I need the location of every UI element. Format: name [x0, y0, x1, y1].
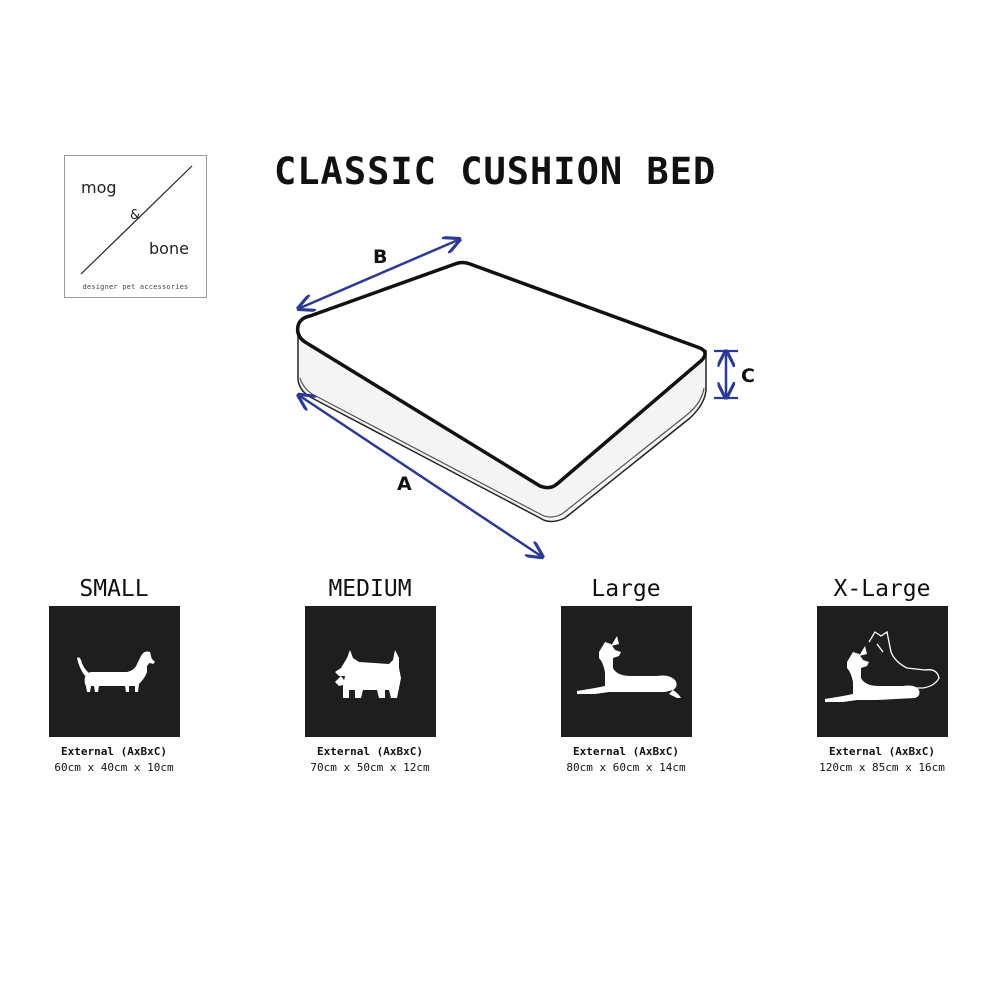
size-name: MEDIUM	[328, 576, 412, 602]
logo-diagonal-line	[80, 165, 193, 275]
bed-diagram: B A C	[0, 0, 755, 600]
size-dimensions: 60cm x 40cm x 10cm	[54, 761, 174, 774]
scottie-dog-icon	[334, 650, 401, 698]
brand-logo: mog & bone designer pet accessories	[64, 155, 207, 298]
dimension-label-b: B	[373, 246, 387, 268]
bed-bottom-seam	[299, 377, 705, 518]
logo-ampersand: &	[130, 208, 141, 223]
page-title: CLASSIC CUSHION BED	[274, 150, 717, 193]
two-great-danes-icon	[824, 630, 940, 702]
external-label: External (AxBxC)	[829, 745, 935, 758]
size-name: SMALL	[79, 576, 149, 602]
basset-hound-icon	[76, 651, 155, 692]
bed-top-face	[295, 260, 707, 490]
external-label: External (AxBxC)	[573, 745, 679, 758]
size-image-panel	[560, 606, 692, 737]
dimension-label-a: A	[397, 473, 412, 495]
size-dimensions: 80cm x 60cm x 14cm	[566, 761, 686, 774]
logo-tagline: designer pet accessories	[82, 283, 189, 291]
external-label: External (AxBxC)	[61, 745, 167, 758]
size-dimensions: 120cm x 85cm x 16cm	[819, 761, 945, 774]
size-dimensions: 70cm x 50cm x 12cm	[310, 761, 430, 774]
dimension-arrow-b	[300, 240, 458, 308]
logo-text-bone: bone	[149, 239, 189, 258]
dimension-label-c: C	[741, 365, 755, 387]
size-small: SMALL External (AxBxC) 60cm x 40cm x 10c…	[24, 572, 204, 774]
size-large: Large External (AxBxC) 80cm x 60cm x 14c…	[536, 572, 716, 774]
great-dane-lying-icon	[576, 636, 681, 698]
external-label: External (AxBxC)	[317, 745, 423, 758]
dimension-arrow-a	[300, 396, 541, 556]
size-image-panel	[48, 606, 180, 737]
size-image-panel	[304, 606, 436, 737]
size-image-panel	[816, 606, 948, 737]
size-name: Large	[591, 576, 661, 602]
size-name: X-Large	[833, 576, 931, 602]
size-medium: MEDIUM External (AxBxC) 70cm x 50cm x 12…	[280, 572, 460, 774]
logo-text-mog: mog	[81, 178, 117, 197]
size-x-large: X-Large External (AxBxC) 120cm x 85cm x …	[792, 572, 972, 774]
